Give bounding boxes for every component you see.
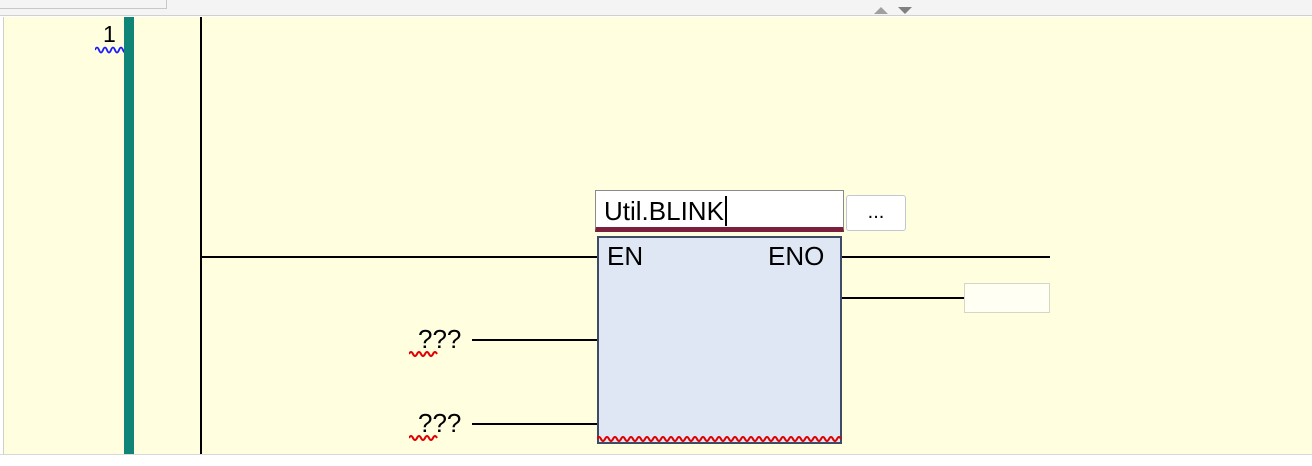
rung-connection-line [200, 17, 202, 454]
output-wire [842, 297, 964, 299]
input-variable-1[interactable]: ??? [418, 324, 462, 354]
editor-bottom-strip [0, 454, 1312, 466]
left-power-rail [124, 17, 134, 454]
block-error-squiggle [597, 436, 842, 442]
block-name-input[interactable]: Util.BLINK [595, 190, 844, 232]
editor-top-strip [0, 0, 1312, 16]
input-variable-2[interactable]: ??? [418, 408, 462, 438]
chevron-up-icon [874, 7, 888, 14]
input-1-error-squiggle [409, 351, 438, 357]
input-wire-2 [472, 423, 598, 425]
en-pin-label: EN [607, 241, 644, 271]
text-caret [724, 196, 727, 226]
eno-output-wire [842, 256, 1050, 258]
input-wire-1 [472, 339, 598, 341]
block-name-text: Util.BLINK [604, 196, 724, 226]
function-block-box[interactable] [597, 236, 842, 444]
chevron-down-icon [898, 7, 912, 14]
pane-splitter[interactable] [0, 0, 167, 9]
collapse-toggle[interactable] [872, 4, 916, 16]
eno-pin-label: ENO [768, 241, 825, 271]
input-2-error-squiggle [409, 435, 438, 441]
browse-button[interactable]: ... [846, 195, 906, 231]
rung-number: 1 [103, 21, 116, 47]
output-variable-field[interactable] [964, 283, 1050, 313]
rung-info-squiggle [95, 46, 127, 54]
en-input-wire [200, 256, 598, 258]
